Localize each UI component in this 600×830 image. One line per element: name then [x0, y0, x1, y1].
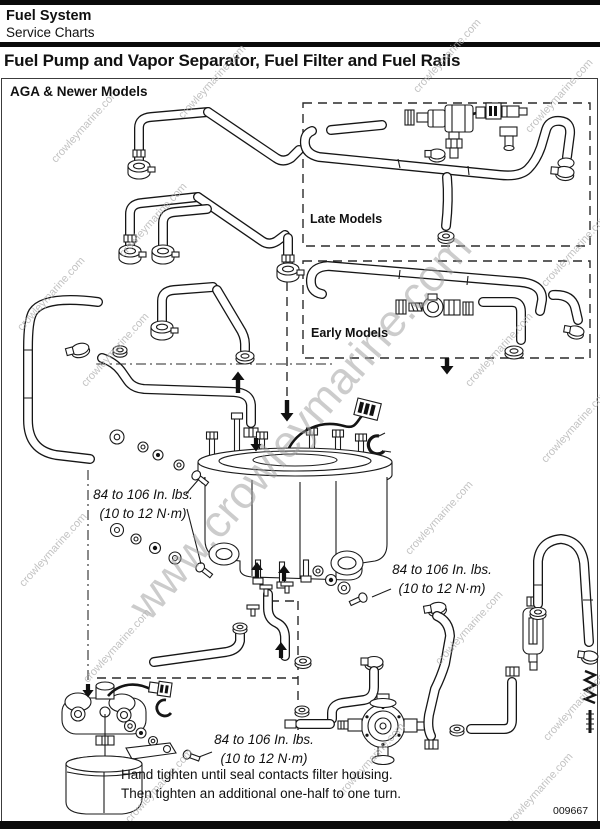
figure-number: 009667 [553, 805, 589, 817]
torque-callout-left: 84 to 106 In. lbs. (10 to 12 N·m) [85, 485, 201, 523]
hose-clamp [577, 650, 599, 665]
wing-fitting [259, 584, 273, 597]
wing-fitting [246, 604, 260, 617]
late-models-label: Late Models [310, 212, 383, 226]
early-models-hoses [305, 261, 585, 360]
hose-clamp [563, 324, 585, 340]
injector-cup [150, 320, 179, 341]
hose-clamp [64, 342, 91, 359]
ring-fitting [294, 655, 312, 670]
float-switch-wire [286, 412, 365, 451]
callout-leaders [185, 478, 392, 758]
ring-fitting [112, 345, 128, 358]
hand-tighten-note: Hand tighten until seal contacts filter … [121, 766, 401, 803]
section-title: Service Charts [6, 25, 95, 40]
ring-fitting [449, 724, 465, 737]
filter-sensor-wire [107, 683, 153, 697]
header-rule [0, 42, 600, 47]
torque-line1: 84 to 106 In. lbs. [392, 562, 492, 577]
fuel-pressure-regulator [404, 102, 528, 163]
quick-connect-fitting [395, 293, 474, 318]
injector-cup [276, 254, 305, 283]
torque-line2: (10 to 12 N·m) [99, 506, 187, 521]
torque-callout-bottom: 84 to 106 In. lbs. (10 to 12 N·m) [206, 730, 322, 768]
wire-connector [353, 397, 382, 421]
separator-outlet-hoses [149, 581, 312, 670]
chapter-title: Fuel System [6, 8, 92, 24]
separator-foot [208, 542, 364, 576]
injector-cup [151, 244, 180, 265]
hose-clamp [424, 148, 446, 163]
torque-line1: 84 to 106 In. lbs. [214, 732, 314, 747]
retainer-clip [366, 434, 386, 456]
mounting-bolts [182, 470, 368, 762]
wire-connector [147, 680, 173, 698]
fuel-rails [118, 107, 305, 365]
torque-line2: (10 to 12 N·m) [220, 751, 308, 766]
hose-clamp [360, 655, 384, 672]
bottom-rule [0, 821, 600, 829]
vapor-separator [197, 397, 393, 589]
ring-fitting [529, 606, 547, 621]
right-fuel-hose [529, 534, 599, 733]
wing-fitting [280, 581, 294, 594]
late-models-box [302, 102, 591, 247]
torque-line2: (10 to 12 N·m) [398, 581, 486, 596]
ring-fitting [437, 230, 455, 245]
top-rule [0, 0, 600, 5]
torque-callout-right: 84 to 106 In. lbs. (10 to 12 N·m) [384, 560, 500, 598]
ring-fitting [232, 622, 248, 635]
model-subtitle: AGA & Newer Models [10, 84, 148, 99]
late-models-hoses [299, 102, 576, 245]
page-title: Fuel Pump and Vapor Separator, Fuel Filt… [4, 51, 461, 70]
retainer-clip [155, 698, 173, 718]
assembly-arrows [82, 358, 454, 698]
rail-fitting [235, 350, 255, 365]
separator-inlet-hose [97, 353, 259, 438]
hose-nut [243, 427, 259, 438]
ring-fitting [504, 345, 524, 360]
fuel-pump-assembly [284, 596, 544, 766]
fuel-pump [337, 693, 427, 766]
fuel-filter-assembly [61, 680, 177, 815]
ring-fitting [294, 705, 310, 718]
note-line1: Hand tighten until seal contacts filter … [121, 767, 393, 782]
assembly-guides [87, 282, 332, 740]
spring [581, 669, 598, 705]
hose-clamp [550, 165, 575, 182]
separator-cap [197, 447, 393, 477]
torque-line1: 84 to 106 In. lbs. [93, 487, 193, 502]
note-line2: Then tighten an additional one-half to o… [121, 785, 401, 801]
early-models-label: Early Models [311, 326, 389, 340]
injector-cup [127, 149, 156, 180]
fuel-supply-hose [23, 295, 128, 464]
washers-and-seals [109, 429, 351, 595]
injector-cup [118, 234, 147, 265]
